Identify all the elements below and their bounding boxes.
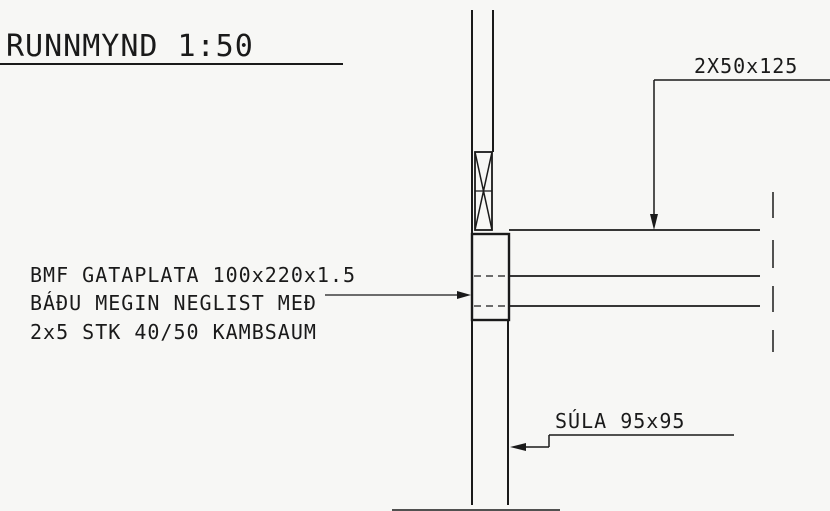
- nail-plate: [470, 232, 511, 322]
- plate-leader: [325, 291, 471, 299]
- plate-leader-arrow: [457, 291, 471, 299]
- column-label: SÚLA 95x95: [555, 409, 685, 433]
- beam-leader-arrow: [650, 214, 658, 230]
- column-leader: [510, 434, 734, 451]
- plate-label-line1: BMF GATAPLATA 100x220x1.5: [30, 263, 356, 287]
- column-post: [471, 10, 509, 505]
- plate-label-line2: BÁÐU MEGIN NEGLIST MEÐ: [30, 291, 317, 315]
- column-leader-arrow: [510, 443, 526, 451]
- beam-leader: [650, 79, 830, 230]
- drawing-title: RUNNMYND 1:50: [6, 29, 254, 64]
- plate-label-line3: 2x5 STK 40/50 KAMBSAUM: [30, 320, 317, 344]
- beam: [474, 229, 760, 307]
- beam-label: 2X50x125: [694, 54, 798, 78]
- blocking-cross: [474, 151, 493, 231]
